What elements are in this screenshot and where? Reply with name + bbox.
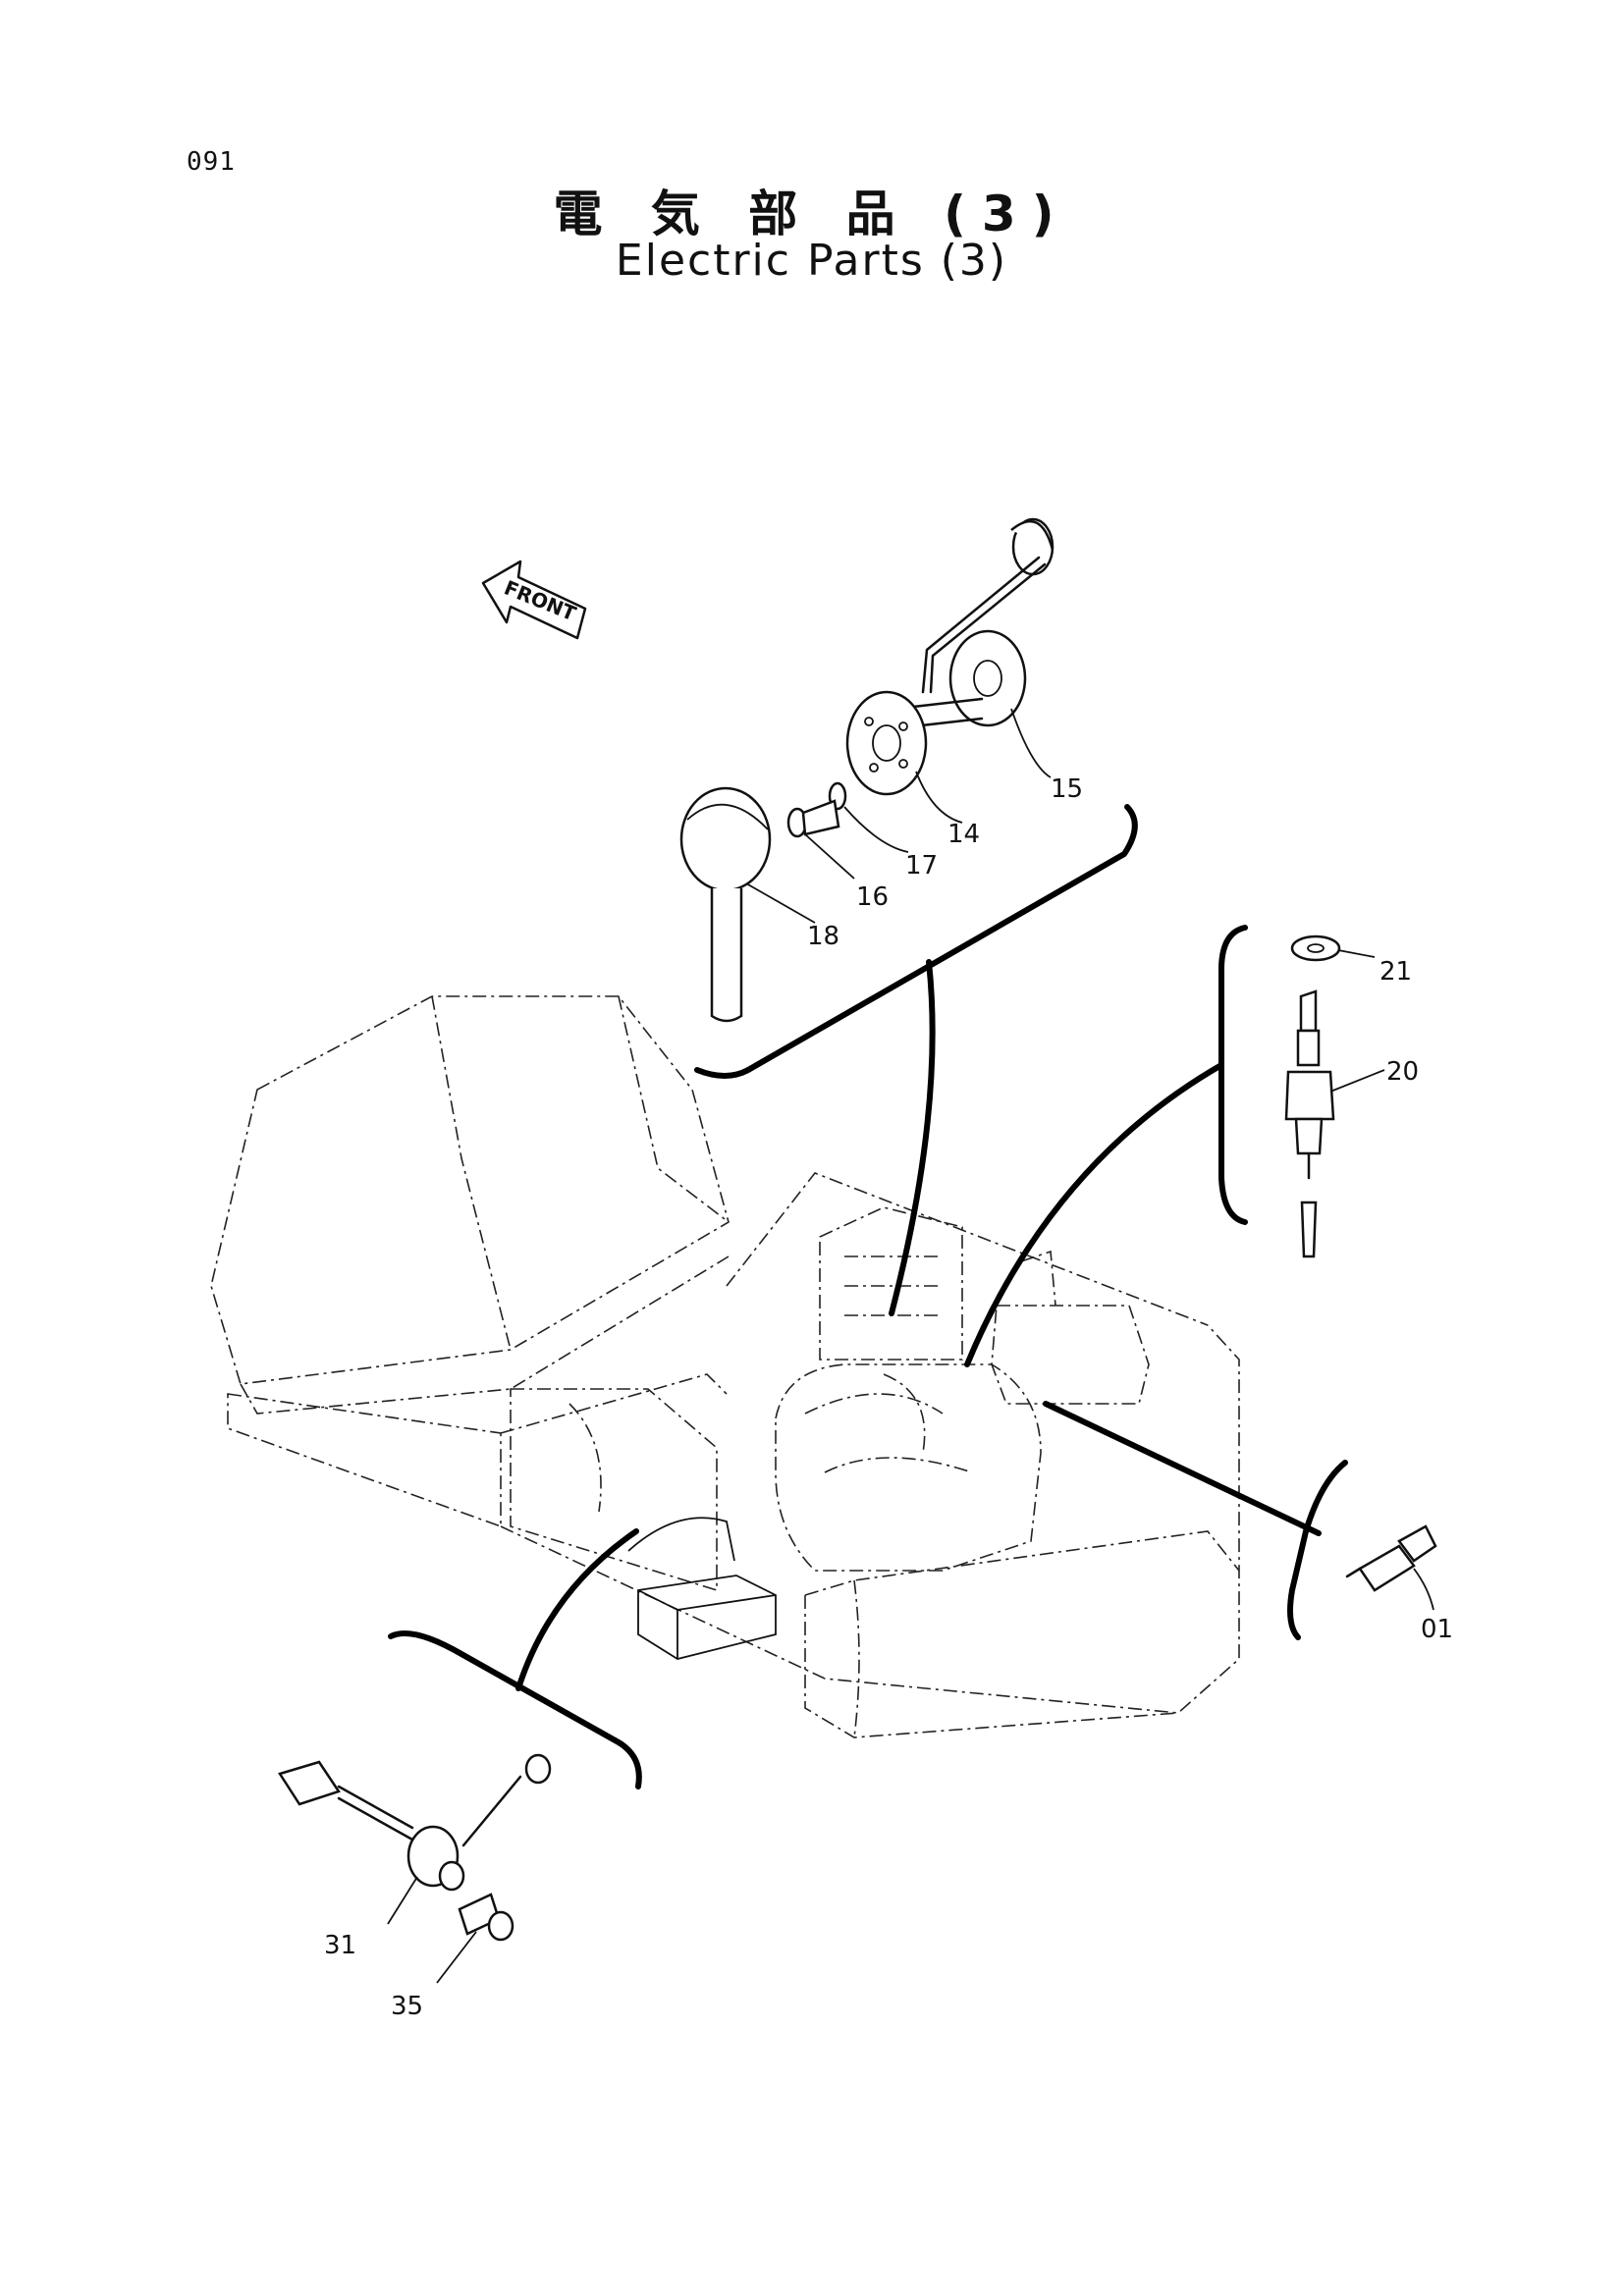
title-japanese: 電 気 部 品 (3) [553,186,1070,242]
callout-18: 18 [807,922,839,951]
title-english: Electric Parts (3) [615,236,1008,286]
part-01-sender [1345,1524,1437,1592]
battery [627,1517,777,1660]
front-arrow-label: FRONT [501,575,579,625]
callout-31: 31 [324,1931,356,1960]
part-31-sensor [278,1753,552,1892]
callout-21: 21 [1380,957,1412,987]
part-20-plug-sensor [1284,989,1335,1258]
callout-15: 15 [1051,774,1083,804]
callout-17: 17 [905,851,938,881]
part-15-float-sensor [911,517,1055,728]
callout-35: 35 [391,1992,423,2021]
part-16-screw [786,799,840,838]
machine-outline [210,995,1240,1738]
page-number: 091 [187,147,236,177]
front-arrow: FRONT [481,560,587,640]
callout-16: 16 [856,882,889,912]
callout-brackets [388,804,1348,1789]
part-14-flange [845,690,928,796]
part-21-washer [1290,934,1341,962]
leader-lines [387,708,1434,1984]
part-18-gauge [679,786,772,1023]
callout-14: 14 [947,820,980,849]
callout-20: 20 [1386,1057,1419,1087]
part-35-bolt [458,1893,514,1942]
callout-01: 01 [1421,1615,1453,1644]
